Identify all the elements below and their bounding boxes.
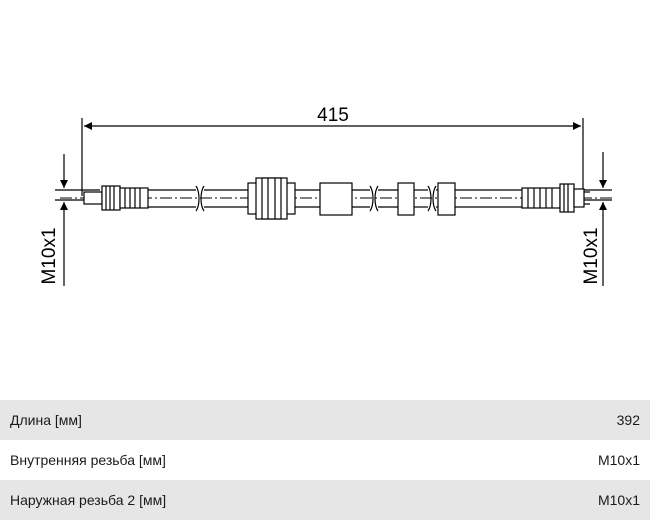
spec-label: Внутренняя резьба [мм] — [10, 452, 166, 468]
spec-label: Наружная резьба 2 [мм] — [10, 492, 167, 508]
protective-sleeve-3 — [437, 182, 456, 216]
right-thread-label: M10x1 — [581, 227, 602, 284]
right-fitting — [521, 183, 590, 213]
spec-value: 392 — [616, 412, 640, 428]
brake-hose-drawing: 415 M10x1 M10x1 — [39, 105, 612, 286]
spec-label: Длина [мм] — [10, 412, 82, 428]
right-thread-dimension — [560, 152, 612, 286]
center-bracket — [247, 177, 296, 220]
spec-row-length: Длина [мм] 392 — [0, 400, 650, 440]
left-fitting — [83, 185, 149, 211]
spec-table: Длина [мм] 392 Внутренняя резьба [мм] M1… — [0, 400, 650, 520]
spec-row-external-thread: Наружная резьба 2 [мм] M10x1 — [0, 480, 650, 520]
length-dimension — [81, 118, 584, 196]
left-thread-dimension — [55, 154, 100, 286]
length-dimension-label: 415 — [317, 105, 349, 126]
spec-value: M10x1 — [597, 492, 640, 508]
left-thread-label: M10x1 — [39, 227, 60, 284]
protective-sleeve-1 — [319, 182, 353, 216]
protective-sleeve-2 — [397, 182, 415, 216]
spec-value: M10x1 — [597, 452, 640, 468]
spec-row-internal-thread: Внутренняя резьба [мм] M10x1 — [0, 440, 650, 480]
